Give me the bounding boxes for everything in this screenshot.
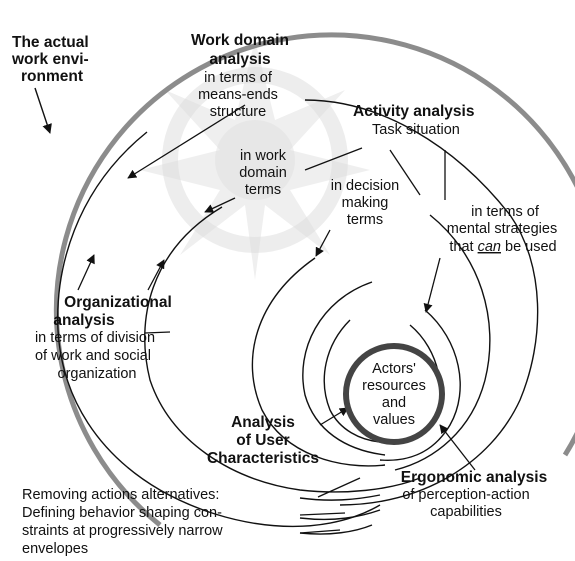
arrow-org-2 xyxy=(148,260,164,290)
org-title-1: Organizational xyxy=(64,294,172,311)
bottom-note-3: straints at progressively narrow xyxy=(22,523,223,539)
activity-subtitle: Task situation xyxy=(372,122,460,138)
work-domain-desc-2: means-ends xyxy=(198,87,278,103)
outer-label: The actual work envi- ronment xyxy=(11,34,89,85)
strategies-3-prefix: that xyxy=(449,239,477,255)
work-domain-title-2: analysis xyxy=(209,51,270,68)
center-1: Actors' xyxy=(372,361,416,377)
work-domain-desc-3: structure xyxy=(210,104,266,120)
decision-terms-2: making xyxy=(342,195,389,211)
strategies-3-suffix: be used xyxy=(501,239,557,255)
strategies-2: mental strategies xyxy=(447,221,557,237)
arrow-org-1 xyxy=(78,255,94,290)
bottom-note-1: Removing actions alternatives: xyxy=(22,487,219,503)
center-2: resources xyxy=(362,378,426,394)
arrow-user xyxy=(320,408,348,425)
domain-terms-label: in work domain terms xyxy=(239,148,287,198)
outer-label-line-1: The actual xyxy=(12,34,89,51)
org-desc-1: in terms of division xyxy=(35,330,155,346)
bottom-connector-2 xyxy=(300,513,345,515)
org-title-2: analysis xyxy=(53,312,114,329)
strategies-can-emphasis: can xyxy=(478,239,501,255)
user-title-3: Characteristics xyxy=(207,450,319,467)
ergonomic-title: Ergonomic analysis xyxy=(401,469,547,486)
decision-terms-3: terms xyxy=(347,212,383,228)
user-title-1: Analysis xyxy=(231,414,295,431)
ergonomic-label: Ergonomic analysis of perception-action … xyxy=(401,469,547,520)
center-4: values xyxy=(373,412,415,428)
user-title-2: of User xyxy=(236,432,289,449)
strategies-3: that can be used xyxy=(449,239,556,255)
bottom-note-4: envelopes xyxy=(22,541,88,557)
bottom-connector-1 xyxy=(318,478,360,497)
center-3: and xyxy=(382,395,406,411)
outer-label-pointer xyxy=(35,88,50,133)
bottom-note: Removing actions alternatives: Defining … xyxy=(22,487,223,557)
strategies-1: in terms of xyxy=(471,204,540,220)
strategies-label: in terms of mental strategies that can b… xyxy=(447,204,557,255)
domain-terms-3: terms xyxy=(245,182,281,198)
outer-label-line-3: ronment xyxy=(21,68,83,85)
work-domain-title-1: Work domain xyxy=(191,32,289,49)
outer-label-line-2: work envi- xyxy=(11,51,89,68)
activity-title: Activity analysis xyxy=(353,103,474,120)
bottom-arc-1 xyxy=(300,495,380,500)
ergonomic-desc-1: of perception-action xyxy=(402,487,529,503)
domain-terms-2: domain xyxy=(239,165,287,181)
activity-label: Activity analysis Task situation xyxy=(353,103,474,138)
domain-terms-1: in work xyxy=(240,148,287,164)
ergonomic-desc-2: capabilities xyxy=(430,504,502,520)
arrow-strategies xyxy=(426,258,440,312)
org-desc-2: of work and social xyxy=(35,348,151,364)
user-label: Analysis of User Characteristics xyxy=(207,414,319,467)
org-desc-3: organization xyxy=(58,366,137,382)
bottom-connector-3 xyxy=(300,530,340,533)
bottom-note-2: Defining behavior shaping con- xyxy=(22,505,222,521)
decision-terms-label: in decision making terms xyxy=(331,178,400,228)
work-domain-desc-1: in terms of xyxy=(204,70,273,86)
decision-terms-1: in decision xyxy=(331,178,400,194)
